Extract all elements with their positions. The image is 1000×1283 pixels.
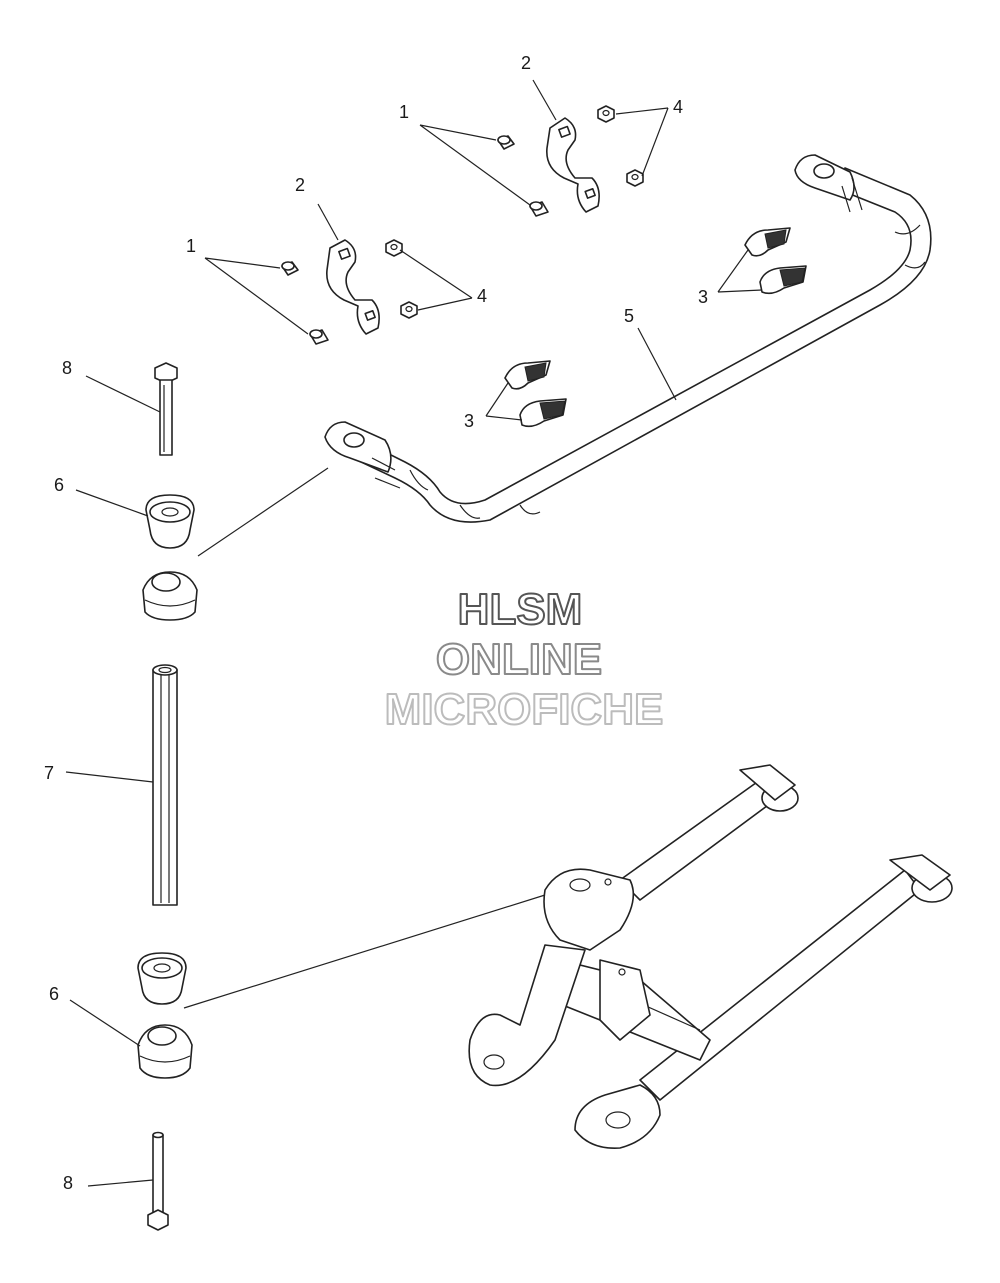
spacer-tube <box>152 664 178 906</box>
callout-3-left: 3 <box>464 411 474 431</box>
screws <box>281 135 549 345</box>
callout-7: 7 <box>44 763 54 783</box>
bracket-right <box>546 117 600 213</box>
callout-1-right: 1 <box>399 102 409 122</box>
watermark-line-3: MICROFICHE <box>385 685 664 734</box>
callout-1-left: 1 <box>186 236 196 256</box>
callout-8-top: 8 <box>62 358 72 378</box>
rubber-bushing-lower-a <box>137 952 187 1005</box>
callout-2-right: 2 <box>521 53 531 73</box>
rubber-bushing-upper-b <box>142 571 198 621</box>
callout-3-right: 3 <box>698 287 708 307</box>
nuts <box>385 105 644 319</box>
swing-arm-assembly <box>468 764 953 1149</box>
watermark: HLSM ONLINE MICROFICHE <box>384 584 665 735</box>
callout-4-right: 4 <box>673 97 683 117</box>
watermark-line-2: ONLINE <box>436 635 602 684</box>
rubber-bushing-lower-b <box>137 1024 193 1079</box>
callout-6-top: 6 <box>54 475 64 495</box>
bolt-top <box>154 362 178 456</box>
callout-4-left: 4 <box>477 286 487 306</box>
rubber-bushing-upper-a <box>145 494 195 549</box>
callout-6-bottom: 6 <box>49 984 59 1004</box>
callout-8-bottom: 8 <box>63 1173 73 1193</box>
bolt-bottom <box>147 1131 169 1231</box>
callout-2-left: 2 <box>295 175 305 195</box>
watermark-line-1: HLSM <box>458 585 583 634</box>
callout-5: 5 <box>624 306 634 326</box>
leader-lines <box>65 79 763 1187</box>
bushings <box>504 227 807 428</box>
callout-numbers: 1 1 2 2 3 3 4 4 5 6 6 7 8 8 <box>44 53 708 1193</box>
bracket-left <box>326 239 380 335</box>
stabilizer-bar <box>324 154 932 523</box>
